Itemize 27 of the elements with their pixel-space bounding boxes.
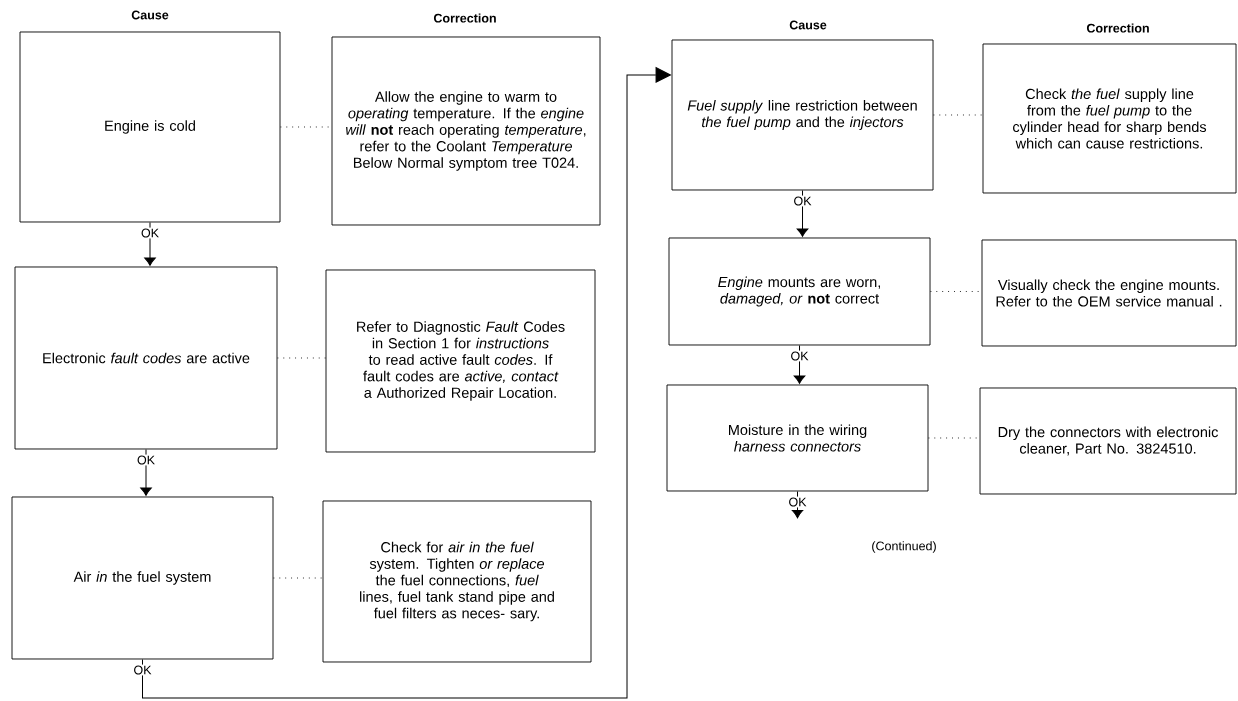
correction-box: Check for air in the fuel system. Tighten or replace the fuel connections, fuel lines, fuel tank stand pipe and fuel filters as neces- sary. [322, 500, 592, 663]
arrow [140, 448, 152, 496]
cause-box: Electronic fault codes are active [14, 266, 278, 450]
edge-label: OK [139, 227, 161, 239]
correction-box: Check the fuel supply line from the fuel pump to the cylinder head for sharp bends which can cause restrictions. [982, 43, 1237, 194]
arrow [142, 67, 671, 699]
edge-label: OK [135, 454, 157, 466]
column-heading: Cause [131, 10, 169, 20]
edge-label: OK [792, 195, 813, 207]
edge-label: OK [132, 664, 153, 676]
arrow [796, 189, 809, 237]
arrow [791, 490, 804, 519]
correction-box: Refer to Diagnostic Fault Codes in Section 1 for instructions to read active fault codes. If fault codes are active, contact a Authorized Repair Location. [325, 269, 596, 453]
correction-box: Visually check the engine mounts. Refer to the OEM service manual . [981, 239, 1237, 347]
correction-box: Allow the engine to warm to operating temperature. If the engine will not reach operating temperature, refer to the Coolant Temperature Below Normal symptom tree T024. [331, 36, 601, 226]
cause-box: Moisture in the wiring harness connectors [666, 384, 929, 492]
edge-label: OK [789, 350, 810, 362]
cause-box: Engine is cold [19, 31, 281, 223]
correction-box: Dry the connectors with electronic cleaner, Part No. 3824510. [979, 387, 1237, 495]
edge-label: OK [787, 496, 808, 508]
column-heading: Correction [433, 13, 496, 23]
arrow [144, 221, 156, 266]
cause-box: Engine mounts are worn, damaged, or not correct [668, 237, 931, 346]
cause-box: Air in the fuel system [11, 496, 274, 660]
arrow [793, 344, 806, 384]
continued-note: (Continued) [872, 541, 936, 553]
cause-box: Fuel supply line restriction between the fuel pump and the injectors [671, 39, 934, 191]
